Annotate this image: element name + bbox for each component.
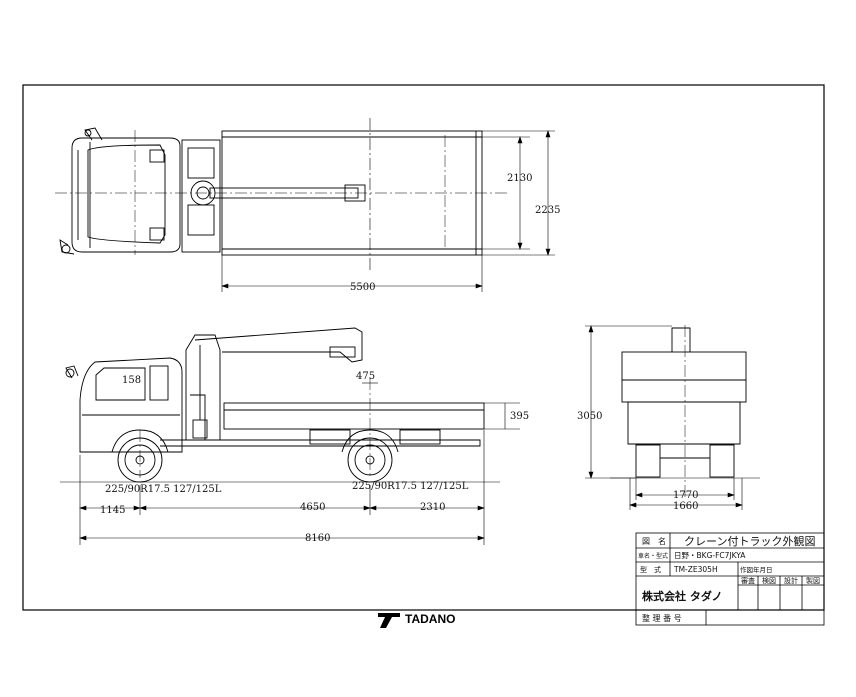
side-view bbox=[60, 327, 500, 483]
dim-top-inner-width: 2130 bbox=[507, 173, 532, 184]
dim-rear-track-outer: 1770 bbox=[673, 490, 698, 501]
drawing-frame bbox=[22, 84, 825, 611]
approval-label-2: 検図 bbox=[762, 576, 776, 585]
dim-rear-overhang: 2310 bbox=[420, 502, 445, 513]
company-name: 株式会社 タダノ bbox=[642, 589, 723, 603]
dim-wheelbase: 4650 bbox=[300, 502, 325, 513]
top-view-dimensions bbox=[221, 130, 555, 292]
approval-label-3: 設計 bbox=[784, 576, 798, 585]
approval-label-1: 審査 bbox=[741, 576, 755, 585]
title-block-vehicle-label: 車名・型式 bbox=[638, 552, 668, 560]
vehicle-model: 日野・BKG-FC7JKYA bbox=[674, 551, 746, 560]
dim-top-outer-width: 2235 bbox=[535, 205, 560, 216]
dim-rear-track-inner: 1660 bbox=[673, 501, 698, 512]
dim-front-overhang: 1145 bbox=[100, 505, 125, 516]
title-block-name-label: 図 名 bbox=[642, 536, 666, 546]
rear-view bbox=[610, 325, 760, 500]
top-view bbox=[55, 118, 510, 270]
dim-deck-length: 5500 bbox=[350, 282, 375, 293]
dim-side-475: 475 bbox=[356, 371, 375, 382]
rear-view-dimensions bbox=[585, 325, 743, 510]
crane-model: TM-ZE305H bbox=[673, 565, 718, 574]
tadano-logo: TADANO bbox=[378, 612, 455, 628]
drawing-title: クレーン付トラック外観図 bbox=[684, 534, 815, 548]
date-label: 作図年月日 bbox=[740, 565, 773, 574]
dim-overall-length: 8160 bbox=[305, 533, 330, 544]
title-block bbox=[635, 532, 825, 626]
dim-overall-height: 3050 bbox=[577, 411, 602, 422]
number-label: 整 理 番 号 bbox=[642, 613, 682, 623]
approval-label-4: 製図 bbox=[806, 576, 820, 585]
dim-side-158: 158 bbox=[122, 375, 141, 386]
rear-tire-spec: 225/90R17.5 127/125L bbox=[352, 481, 469, 492]
tadano-logo-mark bbox=[378, 613, 400, 628]
side-view-dimensions bbox=[79, 382, 520, 545]
dim-deck-height: 395 bbox=[510, 411, 529, 422]
tadano-logo-text: TADANO bbox=[405, 612, 455, 626]
front-tire-spec: 225/90R17.5 127/125L bbox=[105, 484, 222, 495]
title-block-model-label: 型 式 bbox=[640, 565, 661, 574]
